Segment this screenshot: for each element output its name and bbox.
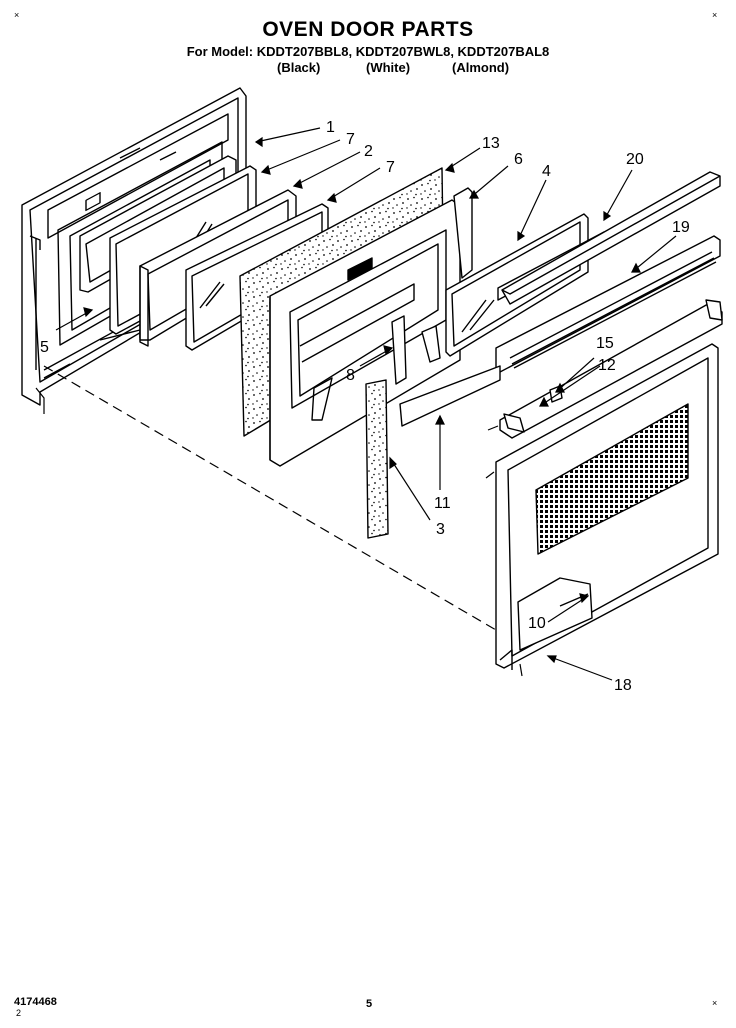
page-number: 5	[366, 998, 373, 1010]
callout-4: 4	[542, 163, 551, 180]
callout-18: 18	[614, 677, 632, 694]
callout-13: 13	[482, 135, 500, 152]
color-almond: (Almond)	[452, 60, 510, 75]
color-white: (White)	[366, 60, 411, 75]
page-title: OVEN DOOR PARTS	[262, 18, 474, 41]
callout-labels: 1 7 2 7 13 6 4 20 19 15 12 5 8 3 11 10 1…	[40, 119, 690, 694]
window-frame	[269, 199, 461, 467]
callout-15: 15	[596, 335, 614, 352]
callout-10: 10	[528, 615, 546, 632]
hinge-bracket	[453, 187, 473, 279]
door-handle	[499, 299, 723, 439]
callout-6: 6	[514, 151, 523, 168]
color-black: (Black)	[277, 60, 321, 75]
callout-12: 12	[598, 357, 616, 374]
callout-3: 3	[436, 521, 445, 538]
model-list: For Model: KDDT207BBL8, KDDT207BWL8, KDD…	[186, 44, 550, 59]
outer-door-panel	[495, 343, 719, 670]
callout-20: 20	[626, 151, 644, 168]
callout-1: 1	[326, 119, 335, 136]
color-list: (Black) (White) (Almond)	[0, 60, 736, 76]
vent-strip	[399, 365, 501, 427]
callout-7a: 7	[346, 131, 355, 148]
callout-2: 2	[364, 143, 373, 160]
corner-mark-bottom-right: ×	[712, 998, 718, 1008]
callout-5: 5	[40, 339, 49, 356]
callout-7b: 7	[386, 159, 395, 176]
callout-8: 8	[346, 367, 355, 384]
corner-mark-top-left: ×	[14, 10, 20, 20]
part-number: 4174468	[14, 996, 57, 1008]
callout-19: 19	[672, 219, 690, 236]
door-clip	[391, 315, 407, 385]
insulation-strip	[365, 379, 389, 539]
callout-11: 11	[434, 495, 451, 512]
top-trim	[501, 171, 721, 305]
page-header: OVEN DOOR PARTS For Model: KDDT207BBL8, …	[0, 18, 736, 76]
corner-mark-top-right: ×	[712, 10, 718, 20]
small-mark: 2	[16, 1008, 22, 1018]
